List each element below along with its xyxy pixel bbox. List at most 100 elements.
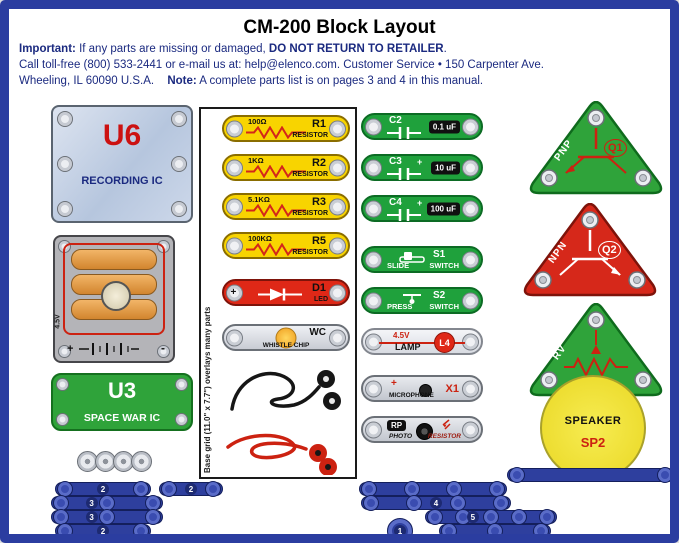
capacitor-symbol-icon <box>387 127 421 139</box>
part-type: LED <box>314 296 328 303</box>
part-variable-resistor-rv: RV <box>526 302 666 397</box>
snap-icon <box>462 118 479 135</box>
part-microphone-x1: + MICROPHONE X1 <box>361 375 483 402</box>
lamp-voltage: 4.5V <box>393 331 410 340</box>
snap-icon <box>226 237 243 254</box>
part-id: R3 <box>311 196 326 208</box>
right-middle-column: C2 0.1 uF C3 + 10 uF C4 + <box>361 113 487 443</box>
part-resistor-r5: 100KΩ R5 RESISTOR <box>222 232 350 259</box>
resistor-symbol-icon <box>246 243 306 256</box>
snap-icon <box>329 198 346 215</box>
rivet-icon <box>131 451 152 472</box>
resistor-symbol-icon <box>246 126 306 139</box>
snap-wire-3: 3 <box>51 495 163 511</box>
snap-icon <box>462 292 479 309</box>
part-name: RECORDING IC <box>81 175 163 187</box>
part-id: U6 <box>102 119 142 152</box>
part-lamp-l4: 4.5V LAMP L4 <box>361 328 483 355</box>
snap-icon <box>329 237 346 254</box>
switch-action: PRESS <box>387 302 413 311</box>
wire-number: 3 <box>85 511 98 523</box>
snap-icon <box>365 200 382 217</box>
right-column: PNP Q1 NPN Q2 <box>514 100 670 521</box>
part-speaker-sp2: SPEAKER SP2 <box>540 375 646 481</box>
part-type: SPEAKER <box>564 415 622 427</box>
part-id: SP2 <box>580 435 606 450</box>
snap-icon <box>157 345 170 358</box>
important-text: If any parts are missing or damaged, <box>79 43 266 55</box>
part-type: LAMP <box>395 342 421 352</box>
snap-icon <box>171 201 187 217</box>
part-type: RESISTOR <box>427 433 461 440</box>
snap-icon <box>365 118 382 135</box>
wire-number: 2 <box>185 483 197 495</box>
snap-icon <box>329 159 346 176</box>
plus-sign: + <box>67 343 74 355</box>
snap-icon <box>329 284 346 301</box>
part-id: C3 <box>389 156 402 167</box>
wire-number: 2 <box>97 525 109 534</box>
part-space-war-ic-u3: U3 SPACE WAR IC <box>51 373 193 431</box>
part-type: SWITCH <box>429 261 459 270</box>
part-id: R5 <box>311 235 326 247</box>
part-id: S2 <box>433 290 446 301</box>
plus-sign: + <box>391 378 397 389</box>
snap-icon <box>487 523 503 534</box>
base-grid-box: Base grid (11.0" x 7.7") overlays many p… <box>199 107 357 479</box>
snap-wire-5: 5 <box>425 509 557 525</box>
snap-icon <box>133 523 149 534</box>
part-capacitor-c4: C4 + 100 uF <box>361 195 483 222</box>
battery-frame <box>63 243 165 335</box>
minus-sign: - <box>161 341 165 355</box>
resistor-symbol-icon <box>246 204 306 217</box>
part-type: WHISTLE CHIP <box>262 342 310 349</box>
important-label: Important: <box>19 43 76 55</box>
snap-icon <box>57 156 73 172</box>
photoresistor-disc-icon <box>416 423 433 440</box>
part-resistor-r2: 1KΩ R2 RESISTOR <box>222 154 350 181</box>
part-whistle-chip: WC WHISTLE CHIP <box>222 324 350 351</box>
snap-icon <box>492 495 509 511</box>
snap-icon <box>462 159 479 176</box>
resistor-value: 100KΩ <box>248 234 272 243</box>
snap-wire-4: 4 <box>361 495 511 511</box>
black-wire-icon <box>230 370 341 411</box>
battery-voltage: 4.5V <box>54 314 62 329</box>
snap-wire-long <box>359 481 507 497</box>
part-id: R1 <box>311 118 326 130</box>
snap-icon <box>205 481 221 497</box>
resistor-value: 100Ω <box>248 117 267 126</box>
part-id: L4 <box>434 332 455 353</box>
piezo-disc-icon <box>275 327 297 348</box>
snap-icon <box>57 523 73 534</box>
page-title: CM-200 Block Layout <box>243 17 436 38</box>
part-type: RESISTOR <box>292 210 328 217</box>
snap-icon <box>533 523 549 534</box>
wire-number: 4 <box>430 497 442 509</box>
snap-icon <box>462 380 479 397</box>
snap-icon <box>226 120 243 137</box>
part-id: Q1 <box>604 139 627 157</box>
part-type: SWITCH <box>429 302 459 311</box>
snap-icon <box>99 509 115 525</box>
diode-symbol-icon <box>258 288 302 301</box>
snap-wire-3 <box>439 523 551 534</box>
snap-icon <box>462 251 479 268</box>
snap-icon <box>56 378 69 391</box>
battery-symbol-icon <box>79 343 139 355</box>
capacitor-value: 10 uF <box>431 161 460 174</box>
snap-icon <box>365 380 382 397</box>
part-led-d1: + D1 LED <box>222 279 350 306</box>
contact-line: Call toll-free (800) 533-2441 or e-mail … <box>19 59 544 71</box>
important-bold: DO NOT RETURN TO RETAILER <box>268 43 444 55</box>
snap-icon <box>56 413 69 426</box>
part-capacitor-c2: C2 0.1 uF <box>361 113 483 140</box>
capacitor-value: 0.1 uF <box>428 120 460 133</box>
part-photo-resistor-rp: RP PHOTO RESISTOR <box>361 416 483 443</box>
part-id: C2 <box>389 115 402 126</box>
snap-icon <box>145 509 161 525</box>
capacitor-symbol-icon <box>387 168 421 180</box>
period: . <box>443 43 447 55</box>
part-id: U3 <box>107 378 137 403</box>
